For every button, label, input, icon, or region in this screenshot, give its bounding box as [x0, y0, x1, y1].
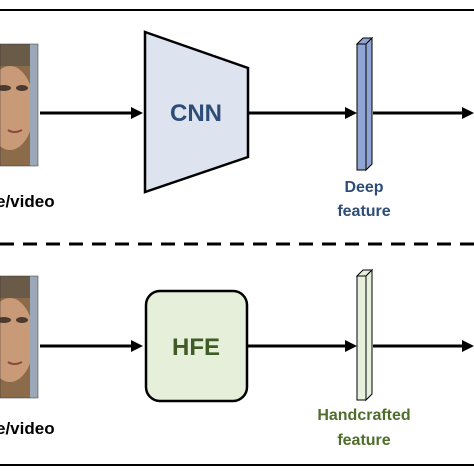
deep-feature-label-line1: Deep: [344, 179, 383, 196]
cnn-label: CNN: [170, 100, 222, 127]
handcrafted-feature-label-line2: feature: [337, 432, 390, 449]
bottom-arrowhead-2: [345, 340, 357, 352]
handcrafted-feature-label-line1: Handcrafted: [317, 407, 410, 424]
top-input-face-image: [0, 43, 39, 167]
bottom-row: HFE Handcrafted feature e/video: [0, 268, 474, 449]
top-arrowhead-2: [345, 107, 357, 119]
handcrafted-feature-vector: [355, 268, 374, 402]
deep-feature-vector: [355, 36, 374, 172]
top-arrowhead-3: [462, 107, 474, 119]
bottom-input-face-image: [0, 275, 39, 399]
bottom-arrowhead-1: [131, 340, 143, 352]
hfe-label: HFE: [172, 334, 220, 361]
top-arrowhead-1: [131, 107, 143, 119]
top-input-label: e/video: [0, 192, 55, 211]
cnn-block: [143, 30, 250, 194]
bottom-arrowhead-3: [462, 340, 474, 352]
deep-feature-label-line2: feature: [337, 203, 390, 220]
bottom-input-label: e/video: [0, 419, 55, 438]
hfe-block: [144, 289, 249, 403]
top-row: CNN Deep feature e/video: [0, 30, 474, 220]
